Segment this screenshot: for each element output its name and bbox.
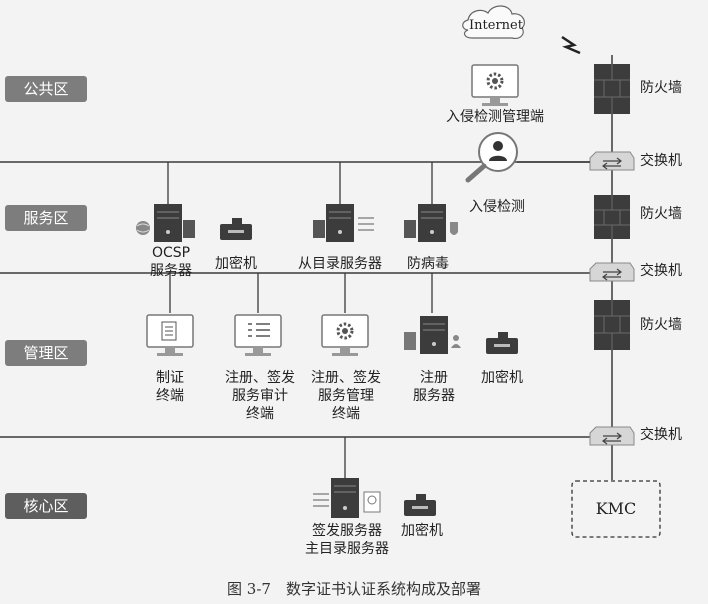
lightning-icon (561, 35, 581, 55)
firewall-1-label: 防火墙 (640, 80, 682, 96)
firewall-3-label: 防火墙 (640, 317, 682, 333)
switch-3-label: 交换机 (640, 427, 682, 443)
cert-terminal-monitor-icon (146, 314, 194, 356)
audit-terminal-label: 注册、签发 服务审计 终端 (225, 370, 295, 422)
audit-terminal-monitor-icon (234, 314, 282, 356)
encryptor-service-icon (220, 218, 252, 240)
issuing-server-label: 签发服务器 主目录服务器 (305, 523, 389, 557)
zone-management-badge: 管理区 (5, 340, 87, 366)
ocsp-server-icon (136, 204, 195, 242)
zone-service-badge: 服务区 (5, 205, 87, 231)
ids-manager-monitor-icon (471, 64, 519, 106)
registration-server-icon (404, 316, 461, 354)
firewall-2-icon (594, 195, 630, 239)
encryptor-service-label: 加密机 (215, 256, 257, 272)
kmc-label: KMC (595, 499, 637, 518)
zone-core-badge: 核心区 (5, 493, 87, 519)
encryptor-mgmt-icon (486, 332, 518, 354)
figure-caption: 图 3-7 数字证书认证系统构成及部署 (227, 580, 481, 598)
cloud-icon (462, 5, 525, 39)
firewall-3-icon (594, 300, 630, 350)
switch-3-icon (589, 426, 635, 446)
firewall-1-icon (594, 64, 630, 114)
slave-directory-server-icon (313, 204, 374, 242)
switch-1-label: 交换机 (640, 153, 682, 169)
cert-terminal-label: 制证 终端 (156, 370, 184, 404)
antivirus-label: 防病毒 (407, 256, 449, 272)
slave-directory-label: 从目录服务器 (298, 256, 382, 272)
ids-sensor-icon (465, 132, 590, 183)
issuing-server-icon (313, 478, 381, 518)
ids-label: 入侵检测 (469, 199, 525, 215)
encryptor-core-icon (404, 494, 436, 516)
encryptor-core-label: 加密机 (401, 523, 443, 539)
ocsp-server-label: OCSP 服务器 (150, 245, 192, 279)
zone-public-badge: 公共区 (5, 76, 87, 102)
mgmt-terminal-monitor-icon (321, 314, 369, 356)
antivirus-server-icon (404, 204, 458, 242)
internet-label: Internet (469, 18, 523, 33)
encryptor-mgmt-label: 加密机 (481, 370, 523, 386)
registration-server-label: 注册 服务器 (413, 370, 455, 404)
switch-1-icon (589, 151, 635, 171)
mgmt-terminal-label: 注册、签发 服务管理 终端 (311, 370, 381, 422)
switch-2-icon (589, 262, 635, 282)
firewall-2-label: 防火墙 (640, 206, 682, 222)
switch-2-label: 交换机 (640, 263, 682, 279)
ids-manager-label: 入侵检测管理端 (446, 109, 544, 125)
